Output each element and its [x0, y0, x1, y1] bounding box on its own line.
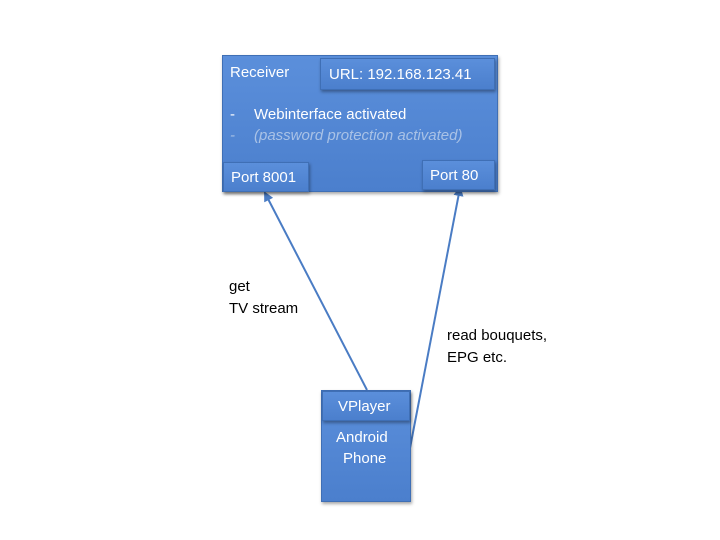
- port-80-label: Port 80: [430, 167, 479, 184]
- url-box: URL: 192.168.123.41: [320, 58, 495, 90]
- port-80-box: Port 80: [422, 160, 495, 190]
- stream-annotation: get TV stream: [229, 276, 298, 320]
- device-line2: Phone: [343, 450, 387, 467]
- bullet-dash: -: [230, 127, 235, 144]
- device-line1: Android: [336, 429, 388, 446]
- arrow-stream: [264, 191, 368, 391]
- url-label: URL: 192.168.123.41: [329, 66, 472, 83]
- stream-line1: get: [229, 278, 250, 295]
- bouquets-line2: EPG etc.: [447, 349, 508, 366]
- receiver-box: Receiver URL: 192.168.123.41 - Webinterfa…: [222, 55, 498, 192]
- port-8001-label: Port 8001: [231, 169, 297, 186]
- arrow-bouquets: [409, 186, 464, 449]
- bullet-password: - (password protection activated): [230, 127, 462, 144]
- bullet-dash: -: [230, 106, 235, 123]
- android-phone-box: VPlayer Android Phone: [321, 390, 411, 502]
- bouquets-line1: read bouquets,: [447, 327, 548, 344]
- stream-line2: TV stream: [229, 300, 299, 317]
- bouquets-annotation: read bouquets, EPG etc.: [447, 325, 547, 369]
- bullet-text: (password protection activated): [254, 127, 463, 144]
- bullet-text: Webinterface activated: [254, 106, 407, 123]
- receiver-title: Receiver: [230, 64, 290, 81]
- port-8001-box: Port 8001: [223, 162, 309, 192]
- vplayer-label: VPlayer: [338, 398, 391, 415]
- bullet-webinterface: - Webinterface activated: [230, 106, 406, 123]
- vplayer-box: VPlayer: [322, 391, 410, 421]
